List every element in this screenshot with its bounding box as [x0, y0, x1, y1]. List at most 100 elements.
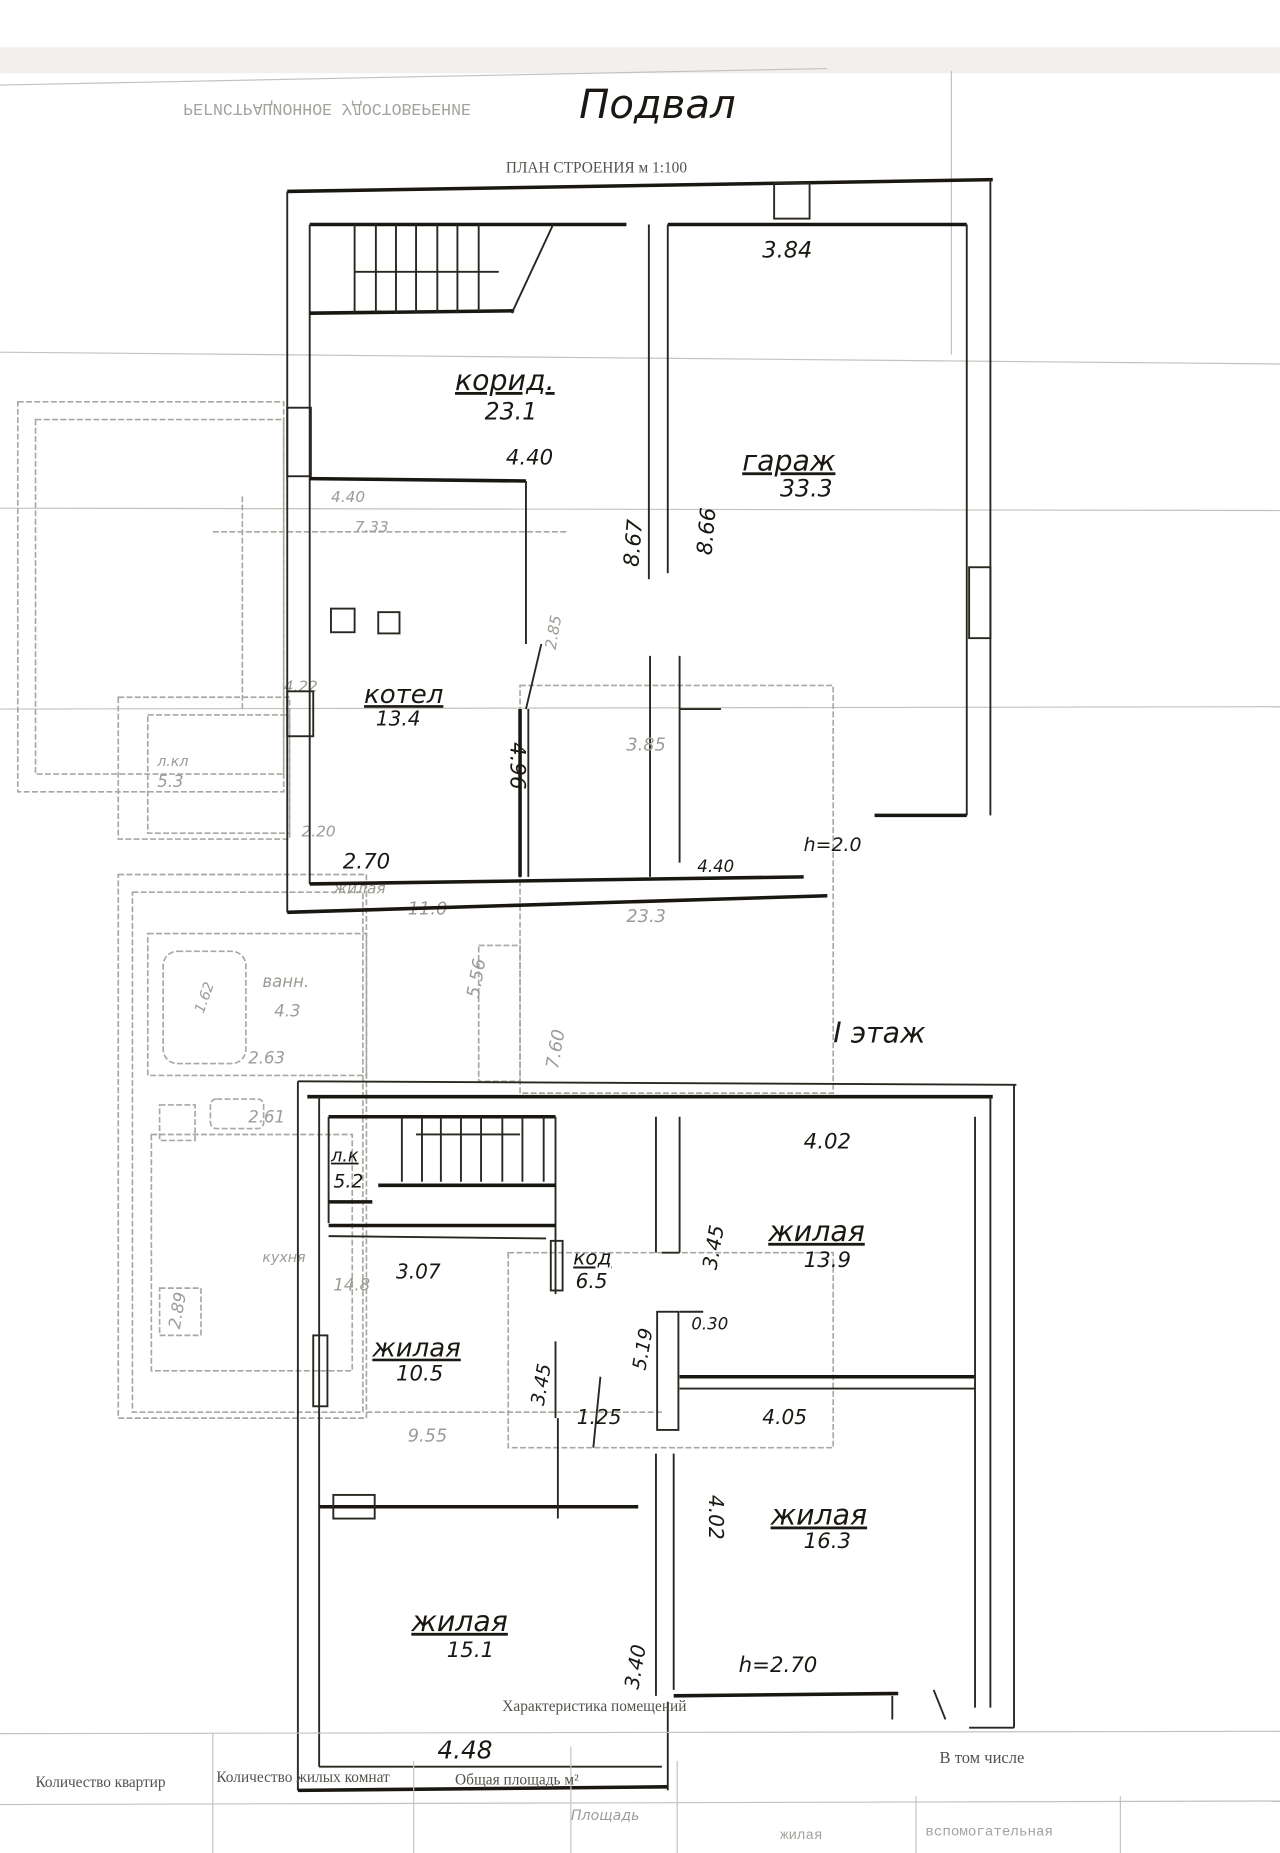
label-basement-dimensions-8: 2.85 [542, 614, 566, 651]
room-name-living-2: жилая [371, 1334, 460, 1364]
plan-line [328, 1235, 547, 1240]
room-area-living-4: 15.1 [447, 1638, 494, 1663]
label-floor1-dimensions-6: 1.25 [577, 1405, 622, 1429]
label-floor1-dimensions-9: h=2.70 [739, 1653, 818, 1678]
plan-subtitle: ПЛАН СТРОЕНИЯ м 1:100 [506, 160, 687, 177]
room-area-garage: 33.3 [780, 474, 833, 502]
room-name-garage: гараж [742, 444, 836, 477]
boiler-equipment-icon [377, 611, 401, 635]
label-floor1-dimensions-5: 3.45 [527, 1362, 556, 1407]
label-faded_overlay-labels-1: 5.3 [157, 772, 183, 791]
plan-line [309, 309, 515, 315]
label-basement-dimensions-9: 4.40 [697, 857, 734, 876]
faded-floor-overlay [16, 400, 835, 1449]
plan-line [309, 875, 804, 886]
label-faded_overlay-labels-0: л.кл [156, 754, 188, 770]
plan-line [309, 476, 526, 483]
plan-line [0, 67, 828, 86]
label-faded_overlay-labels-2: ванн. [262, 972, 309, 991]
floor1-plan [296, 1080, 1017, 1793]
plan-line [117, 873, 368, 1419]
room-area-living-2: 10.5 [396, 1361, 443, 1386]
room-name-stair: л.к [330, 1147, 359, 1167]
basement-plan [286, 177, 993, 915]
plan-line [519, 684, 835, 1094]
label-floor1-dimensions-11: 4.48 [437, 1735, 492, 1764]
label-floor1-dimensions-1: 3.45 [698, 1223, 729, 1271]
plan-line [146, 714, 291, 834]
label-faded_overlay-labels-6: 2.61 [248, 1108, 285, 1127]
label-floor1-dimensions-10: 3.40 [620, 1643, 651, 1691]
floor-label: I этаж [833, 1016, 926, 1049]
room-name-living-1: жилая [767, 1215, 865, 1248]
basement-labels: корид. 23.1 гараж 33.3 котел 13.4 3.84 4… [343, 238, 862, 877]
label-faded_overlay-labels-19: 2.20 [301, 823, 335, 841]
basement-stair [309, 224, 554, 315]
label-faded_overlay-labels-9: 5.56 [464, 957, 491, 999]
plan-line [673, 1691, 899, 1698]
plan-line [510, 224, 554, 314]
label-faded_overlay-labels-4: 2.63 [248, 1049, 285, 1068]
label-basement-dimensions-7: h=2.0 [804, 834, 862, 856]
label-floor1-dimensions-4: 5.19 [629, 1326, 658, 1371]
plan-line [117, 696, 291, 840]
plan-line [162, 950, 247, 1065]
plan-line [297, 1080, 1017, 1086]
plan-line [773, 182, 811, 220]
room-area-corridor: 23.1 [485, 398, 538, 426]
plan-title: Подвал [579, 82, 735, 128]
label-basement-dimensions-1: 4.40 [506, 445, 553, 470]
label-table-headers-4: В том числе [940, 1748, 1025, 1767]
label-floor1-dimensions-0: 4.02 [804, 1130, 851, 1155]
room-name-living-4: жилая [410, 1605, 508, 1638]
label-faded_overlay-labels-17: 4.40 [331, 488, 365, 506]
plan-line [287, 894, 828, 915]
label-faded_overlay-labels-12: кухня [262, 1250, 306, 1266]
plan-line [297, 1785, 668, 1793]
label-faded_overlay-labels-15: 23.3 [626, 907, 665, 927]
plan-line [0, 507, 1280, 512]
label-table-headers-6: вспомогательная [925, 1824, 1053, 1840]
plan-line [656, 1310, 680, 1431]
faded-form-lines [0, 70, 1280, 710]
label-basement-dimensions-3: 8.66 [693, 507, 722, 556]
plan-line [158, 1287, 202, 1337]
label-basement-dimensions-2: 8.67 [619, 518, 648, 568]
plan-line [312, 1334, 329, 1408]
room-area-living-3: 16.3 [804, 1529, 851, 1554]
label-table-headers-1: Количество жилых комнат [216, 1769, 390, 1786]
label-faded_overlay-labels-7: 2.89 [165, 1291, 190, 1331]
room-area-stair: 5.2 [333, 1171, 363, 1193]
floor1-labels: л.к 5.2 жилая 13.9 код 6.5 жилая 10.5 жи… [330, 1130, 867, 1765]
faded-heading: РЕГИСТРАЦИОННОЕ УДОСТОВЕРЕНИЕ [183, 99, 471, 118]
label-basement-dimensions-6: 3.85 [626, 735, 665, 755]
label-table-headers-0: Количество квартир [36, 1774, 166, 1791]
plan-line [525, 643, 543, 710]
plan-line [16, 400, 285, 793]
scan-edge [0, 47, 1280, 74]
label-basement-dimensions-4: 4.96 [505, 742, 530, 789]
plan-line [549, 1239, 564, 1292]
room-name-corridor: корид. [455, 364, 555, 397]
plan-line [968, 566, 992, 640]
label-faded_overlay-labels-10: 7.60 [543, 1028, 570, 1070]
plan-line [131, 891, 364, 1414]
label-table-headers-2: Общая площадь м² [455, 1771, 579, 1788]
plan-line [0, 1730, 1280, 1735]
label-floor1-dimensions-7: 4.05 [762, 1405, 807, 1429]
room-area-corridor-1: 6.5 [576, 1269, 608, 1293]
label-faded_overlay-labels-8: 9.55 [408, 1427, 447, 1447]
label-faded_overlay-labels-13: 14.8 [333, 1275, 370, 1294]
label-table-headers-3: Площадь [571, 1808, 640, 1824]
plan-line [0, 351, 1280, 365]
room-name-living-3: жилая [770, 1498, 868, 1531]
plan-line [150, 1133, 354, 1372]
characteristics-table: Характеристика помещений Количество квар… [0, 1698, 1280, 1853]
label-floor1-dimensions-3: 0.30 [691, 1314, 728, 1333]
plan-line [34, 418, 285, 775]
label-faded_overlay-labels-5: 1.62 [192, 980, 218, 1015]
label-floor1-dimensions-2: 3.07 [396, 1260, 441, 1284]
room-name-boiler: котел [364, 680, 443, 710]
label-table-headers-5: жилая [780, 1828, 823, 1844]
